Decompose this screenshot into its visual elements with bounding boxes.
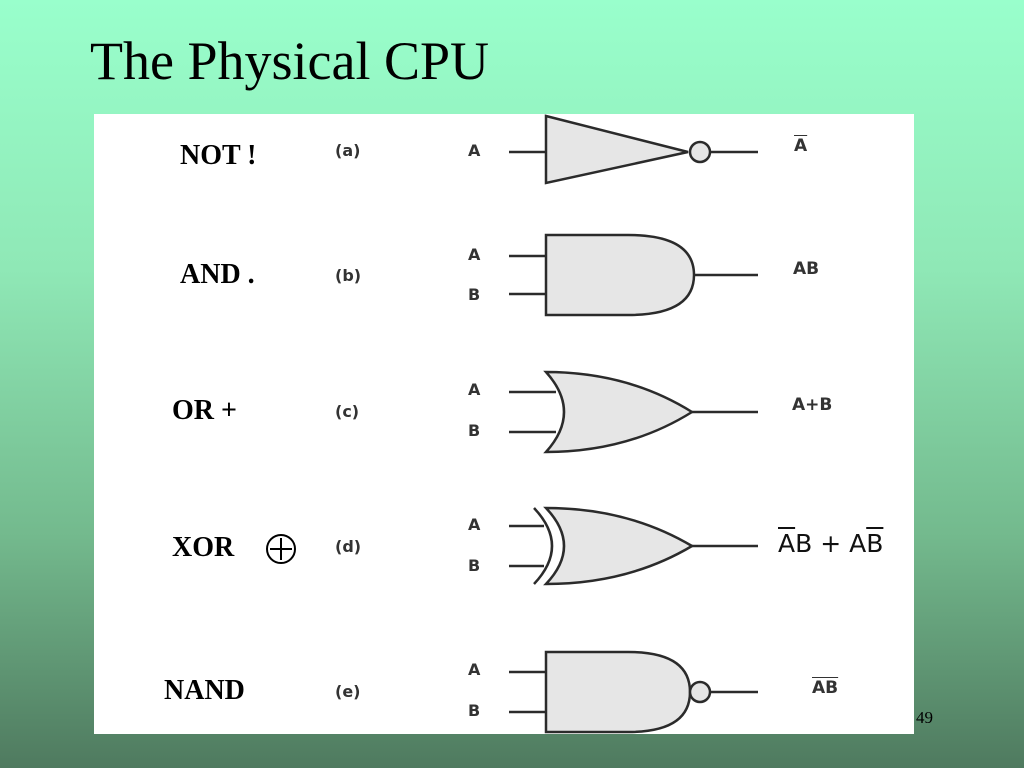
and-input-a: A	[468, 245, 481, 264]
xor-plus: +	[812, 529, 850, 558]
gate-symbols	[509, 114, 758, 734]
not-output-label: A	[794, 136, 808, 156]
xor-term2-a: A	[849, 529, 867, 558]
nand-gate-symbol	[509, 650, 758, 734]
and-input-b: B	[468, 285, 481, 304]
xor-input-b: B	[468, 556, 481, 575]
xor-output-label: AB + AB	[778, 529, 883, 558]
gate-name-not: NOT !	[180, 140, 257, 171]
or-input-a: A	[468, 380, 481, 399]
or-gate-symbol	[509, 370, 758, 454]
xor-input-a: A	[468, 515, 481, 534]
slide-title: The Physical CPU	[90, 31, 489, 91]
and-output-label: AB	[793, 259, 820, 279]
xor-term1-b: B	[795, 529, 813, 558]
not-gate-symbol	[509, 114, 758, 185]
gate-name-xor: XOR	[172, 532, 235, 563]
nand-input-b: B	[468, 701, 481, 720]
xor-extra-curve	[533, 507, 554, 585]
gate-name-or: OR +	[172, 395, 237, 426]
xor-gate-symbol	[509, 506, 758, 586]
nand-bubble	[688, 680, 712, 704]
not-bubble	[688, 140, 712, 164]
nand-input-a: A	[468, 660, 481, 679]
xor-circle-plus-icon	[266, 534, 296, 564]
nand-output-label: AB	[812, 678, 839, 698]
nand-body	[544, 650, 692, 734]
gate-name-nand: NAND	[164, 675, 245, 706]
and-gate-symbol	[509, 233, 758, 317]
or-input-b: B	[468, 421, 481, 440]
gate-tag-a: (a)	[335, 141, 361, 160]
or-output-label: A+B	[792, 395, 833, 415]
gate-tag-c: (c)	[335, 402, 360, 421]
logic-gates-panel: NOT ! (a) A A AND . (b) A B AB OR + (c) …	[94, 114, 914, 734]
gate-tag-e: (e)	[335, 682, 361, 701]
gate-tag-b: (b)	[335, 266, 362, 285]
not-input-a: A	[468, 141, 481, 160]
gate-name-and: AND .	[180, 259, 255, 290]
gate-tag-d: (d)	[335, 537, 362, 556]
or-body	[543, 370, 695, 454]
xor-term1-a-bar: A	[778, 529, 796, 558]
page-number: 49	[916, 708, 933, 727]
and-body	[544, 233, 696, 317]
xor-term2-b-bar: B	[866, 529, 884, 558]
not-triangle	[544, 114, 689, 185]
xor-body	[543, 506, 695, 586]
